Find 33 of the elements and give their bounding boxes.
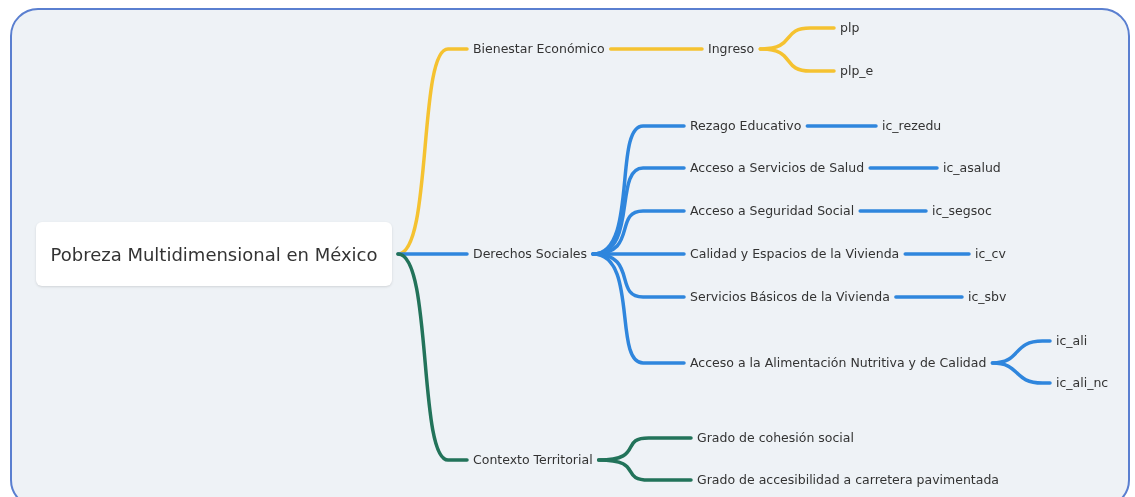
topic-label: Ingreso (708, 41, 755, 57)
topic-label: Contexto Territorial (473, 452, 593, 468)
connector-line (396, 252, 469, 462)
topic-label: ic_sbv (968, 289, 1007, 305)
connector-line (608, 47, 704, 51)
connector-line (596, 458, 693, 482)
topic-label: ic_segsoc (932, 203, 992, 219)
root-topic-box: Pobreza Multidimensional en México (36, 222, 392, 286)
topic-label: Rezago Educativo (690, 118, 802, 134)
connector-line (591, 252, 686, 365)
topic-label: Servicios Básicos de la Vivienda (690, 289, 890, 305)
topic-label: Bienestar Económico (473, 41, 605, 57)
topic-label: ic_asalud (943, 160, 1001, 176)
topic-label: plp_e (840, 63, 874, 79)
topic-label: Acceso a la Alimentación Nutritiva y de Calidad (690, 355, 987, 371)
connector-line (990, 361, 1052, 385)
topic-label: ic_ali_nc (1056, 375, 1109, 391)
topic-label: plp (840, 20, 860, 36)
connector-line (868, 166, 939, 170)
topic-label: ic_cv (975, 246, 1006, 262)
connector-line (858, 209, 928, 213)
topic-label: ic_ali (1056, 333, 1088, 349)
topic-label: Derechos Sociales (473, 246, 588, 262)
connector-line (758, 47, 836, 73)
topic-label: Calidad y Espacios de la Vivienda (690, 246, 900, 262)
topic-label: Acceso a Seguridad Social (690, 203, 855, 219)
topic-label: Acceso a Servicios de Salud (690, 160, 865, 176)
topic-label: Grado de accesibilidad a carretera pavimentada (697, 472, 999, 488)
connector-line (805, 124, 878, 128)
connector-line (903, 252, 971, 256)
topic-label: Grado de cohesión social (697, 430, 854, 446)
topic-label: ic_rezedu (882, 118, 942, 134)
connector-line (894, 295, 964, 299)
